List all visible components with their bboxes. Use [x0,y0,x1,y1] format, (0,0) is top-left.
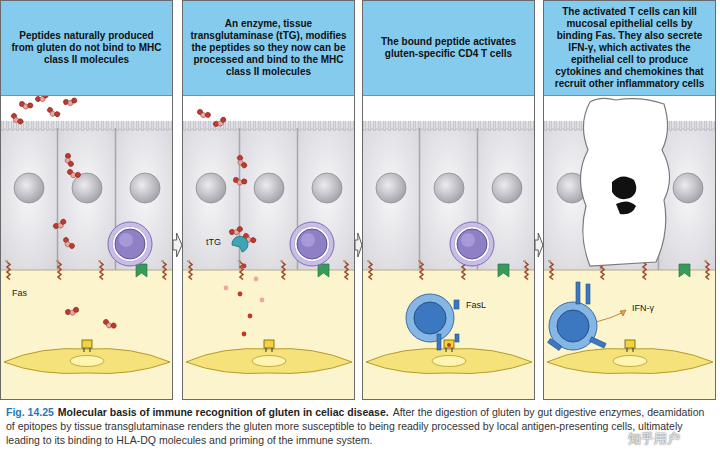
figure-number: Fig. 14.25 [6,406,54,418]
fasl-molecule [586,284,590,304]
fasl-molecule [454,300,459,309]
mucosa-panel [0,121,173,400]
step-arrow [355,233,362,257]
gluten-peptide [196,109,211,120]
figure-title: Molecular basis of immune recognition of… [58,406,389,418]
header-band: An enzyme, tissue transglutaminase (tTG)… [183,1,354,96]
fasl-molecule [576,282,580,304]
watermark: 知乎用户 [628,430,680,448]
panel: Peptides naturally produced from gluten … [0,0,173,400]
gluten-peptide [52,218,67,231]
ttg-enzyme [232,236,248,252]
gluten-peptide [63,153,74,168]
peptide-fragment [242,264,247,269]
header-band: The activated T cells can kill mucosal e… [544,1,715,96]
dying-epithelial-cell [580,98,669,266]
ifn-path [596,312,624,322]
peptide-fragment [260,298,265,303]
t-cell-receptor [589,337,606,348]
peptide-fragment [238,292,243,297]
gluten-peptide [66,169,81,180]
peptide-fragment [248,314,253,319]
fragmented-nucleus [616,201,636,214]
panel: An enzyme, tissue transglutaminase (tTG)… [182,0,355,400]
panel-heading: An enzyme, tissue transglutaminase (tTG)… [189,18,348,78]
gluten-peptide [65,307,80,317]
antigen-presenting-cell [290,222,334,266]
step-arrow [173,233,182,257]
t-cell-nucleus [414,302,446,334]
gluten-peptide [63,98,78,107]
ligand-label: FasL [466,300,486,310]
bound-peptide [447,343,451,347]
gluten-peptide [46,106,61,119]
antigen-presenting-cell [108,222,152,266]
gluten-peptide [235,154,248,169]
peptide-fragment [224,286,229,291]
figure-caption: Fig. 14.25 Molecular basis of immune reco… [6,405,714,447]
gluten-peptide [9,112,24,126]
header-band: The bound peptide activates gluten-speci… [363,1,534,96]
gluten-peptide [212,116,227,129]
enzyme-label: tTG [206,237,221,247]
panel-heading: Peptides naturally produced from gluten … [7,30,166,66]
peptide-fragment [242,332,247,337]
panel: The activated T cells can kill mucosal e… [543,0,716,400]
gluten-peptide [19,101,34,110]
step-arrow [535,233,543,257]
peptide-fragment [254,277,259,282]
ifn-gamma-molecule [620,310,626,316]
antigen-presenting-cell [450,222,494,266]
gluten-peptide [61,236,76,251]
receptor-label: Fas [12,288,27,298]
header-band: Peptides naturally produced from gluten … [1,1,172,96]
mucosa-panel [182,121,355,400]
cytokine-label: IFN-γ [632,303,654,313]
panel-heading: The activated T cells can kill mucosal e… [550,6,709,90]
gluten-peptide [233,177,248,186]
panel-heading: The bound peptide activates gluten-speci… [369,36,528,60]
gluten-peptide [229,226,244,237]
t-cell [406,294,454,342]
mucosa-panel [362,121,535,400]
t-cell-nucleus [557,310,589,342]
gluten-peptide [102,319,117,331]
fragmented-nucleus [612,176,636,199]
t-cell-receptor [548,338,562,350]
panel: The bound peptide activates gluten-speci… [362,0,535,400]
cd4-molecule [455,334,459,342]
t-cell-receptor [437,334,441,350]
